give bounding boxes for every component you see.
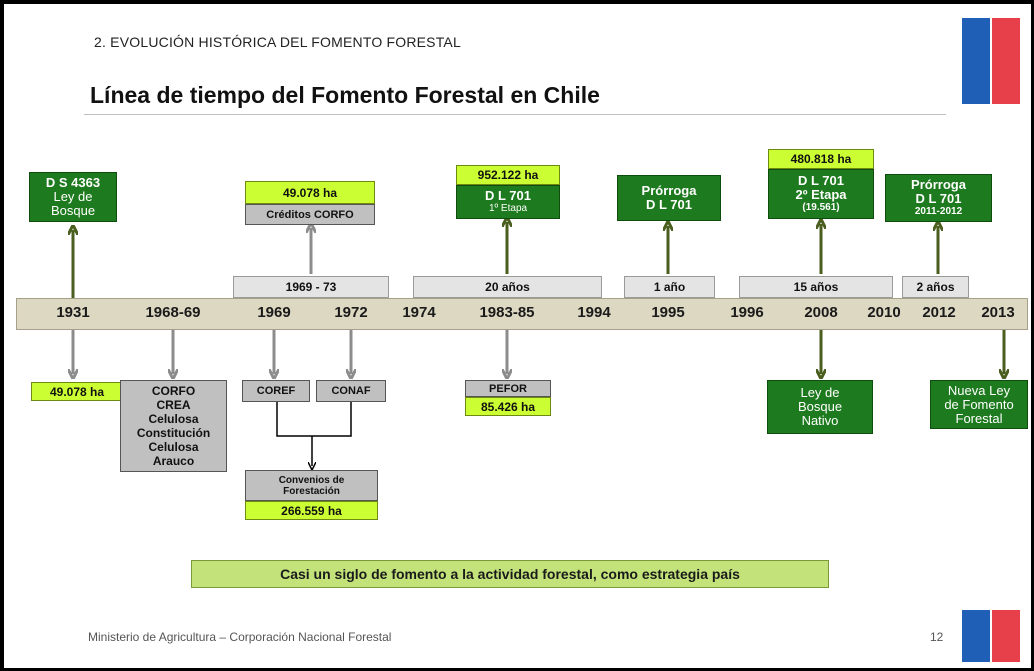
year-1972: 1972 (334, 304, 368, 321)
dl701-etapa1-box: D L 701 1º Etapa (456, 185, 560, 219)
dl701-etapa2-line3: (19.561) (802, 202, 840, 213)
span-2-anos: 2 años (902, 276, 969, 298)
dl701-etapa2-line2: 2º Etapa (795, 187, 847, 202)
dl701-etapa1-line2: 1º Etapa (488, 203, 528, 214)
convenios-line2: Forestación (283, 485, 340, 497)
year-1994: 1994 (577, 304, 611, 321)
dl701-etapa2-ha: 480.818 ha (768, 149, 874, 169)
dl701-etapa1-ha: 952.122 ha (456, 165, 560, 185)
prorroga-1995-line2: D L 701 (645, 197, 692, 212)
span-1-ano: 1 año (624, 276, 715, 298)
chile-flag-logo-bottom (962, 610, 1020, 662)
chile-flag-logo-top (962, 18, 1020, 104)
nueva-ley-line3: Forestal (955, 410, 1003, 426)
pefor-box: PEFOR (465, 380, 551, 397)
conaf-box: CONAF (316, 380, 386, 402)
corfo-crea-celulosa-box: CORFO CREA Celulosa Constitución Celulos… (120, 380, 227, 472)
span-20-anos: 20 años (413, 276, 602, 298)
convenios-line1: Convenios de (278, 474, 345, 486)
creditos-corfo-ha: 49.078 ha (245, 181, 375, 204)
prorroga-2012-line2: D L 701 (915, 191, 962, 206)
corfo-group-line2: CREA (156, 398, 191, 412)
year-2008: 2008 (804, 304, 838, 321)
nueva-ley-line2: de Fomento (944, 396, 1014, 412)
slide-title: Línea de tiempo del Fomento Forestal en … (90, 82, 600, 108)
prorroga-1995-box: Prórroga D L 701 (617, 175, 721, 221)
convenios-box: Convenios de Forestación (245, 470, 378, 501)
corfo-group-line1: CORFO (151, 384, 196, 398)
corfo-group-line6: Arauco (152, 454, 195, 468)
ley-bosque-nativo-line3: Nativo (801, 413, 839, 428)
span-15-anos: 15 años (739, 276, 893, 298)
year-2013: 2013 (981, 304, 1015, 321)
year-1974: 1974 (402, 304, 436, 321)
pefor-ha: 85.426 ha (465, 397, 551, 416)
coref-box: COREF (242, 380, 310, 402)
title-divider (84, 114, 946, 115)
dl701-etapa2-box: D L 701 2º Etapa (19.561) (768, 169, 874, 219)
connector-coref-conaf (276, 402, 352, 437)
year-1996: 1996 (730, 304, 764, 321)
nueva-ley-line1: Nueva Ley (947, 382, 1011, 398)
prorroga-2012-line3: 2011-2012 (914, 206, 963, 217)
corfo-group-line5: Celulosa (148, 440, 199, 454)
ley-bosque-nativo-line1: Ley de (800, 385, 840, 400)
prorroga-1995-line1: Prórroga (641, 183, 697, 198)
year-2010: 2010 (867, 304, 901, 321)
convenios-ha: 266.559 ha (245, 501, 378, 520)
creditos-corfo-label: Créditos CORFO (245, 204, 375, 225)
section-heading: 2. EVOLUCIÓN HISTÓRICA DEL FOMENTO FORES… (94, 34, 461, 50)
dl701-etapa1-line1: D L 701 (484, 188, 531, 203)
year-1983-85: 1983-85 (479, 304, 535, 321)
corfo-group-line3: Celulosa (148, 412, 199, 426)
year-1968-69: 1968-69 (145, 304, 201, 321)
ha-1931: 49.078 ha (31, 382, 123, 401)
ds4363-box: D S 4363 Ley de Bosque (29, 172, 117, 222)
dl701-etapa2-line1: D L 701 (797, 173, 844, 188)
prorroga-2012-box: Prórroga D L 701 2011-2012 (885, 174, 992, 222)
year-1995: 1995 (651, 304, 685, 321)
summary-banner: Casi un siglo de fomento a la actividad … (191, 560, 829, 588)
prorroga-2012-line1: Prórroga (911, 177, 966, 192)
ds4363-line2: Ley de (53, 189, 93, 204)
year-1969: 1969 (257, 304, 291, 321)
year-2012: 2012 (922, 304, 956, 321)
ds4363-line3: Bosque (50, 203, 96, 218)
timeline-band (16, 298, 1028, 330)
ley-bosque-nativo-box: Ley de Bosque Nativo (767, 380, 873, 434)
corfo-group-line4: Constitución (136, 426, 211, 440)
footer-ministry: Ministerio de Agricultura – Corporación … (88, 630, 392, 644)
span-1969-73: 1969 - 73 (233, 276, 389, 298)
page-number: 12 (930, 630, 944, 644)
ds4363-line1: D S 4363 (45, 175, 101, 190)
nueva-ley-box: Nueva Ley de Fomento Forestal (930, 380, 1028, 429)
year-1931: 1931 (56, 304, 90, 321)
connector-arrows (4, 4, 1034, 671)
ley-bosque-nativo-line2: Bosque (797, 399, 843, 414)
